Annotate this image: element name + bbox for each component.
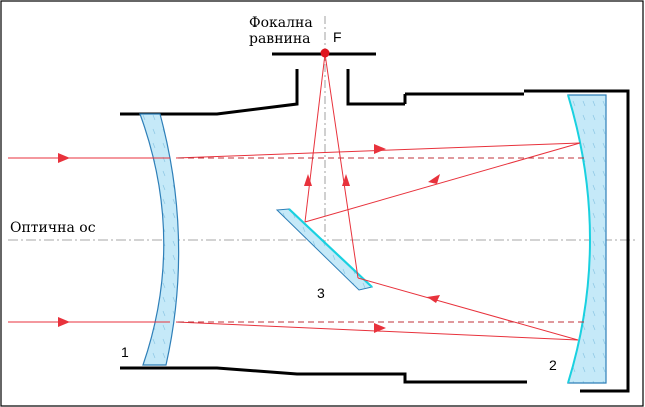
tube-bottom [120, 366, 527, 384]
tube-top [120, 69, 630, 393]
focal-plane-label-line1: Фокална [249, 15, 313, 31]
arrow-up-right [342, 174, 350, 186]
arrow-upper-forward [374, 144, 386, 154]
corrector-lens-1 [139, 113, 180, 366]
focus-label: F [333, 29, 342, 45]
ray-arrows [58, 144, 440, 333]
diagonal-mirror-surface [288, 208, 373, 288]
part-3-label: 3 [317, 285, 325, 301]
arrow-up-left [304, 174, 312, 186]
arrow-in-upper [58, 153, 70, 163]
arrow-upper-return [428, 174, 440, 184]
focus-point [320, 48, 330, 58]
ray-group-lower [8, 53, 579, 341]
primary-mirror-surface [567, 94, 591, 384]
optical-axis-label: Оптична ос [10, 220, 96, 236]
part-2-label: 2 [549, 357, 557, 373]
ray-group-upper [8, 53, 581, 223]
part-1-label: 1 [121, 344, 129, 360]
arrow-in-lower [58, 317, 70, 327]
arrow-lower-return [427, 295, 440, 303]
focal-plane-label-line2: равнина [249, 31, 311, 47]
arrow-lower-forward [374, 323, 386, 333]
